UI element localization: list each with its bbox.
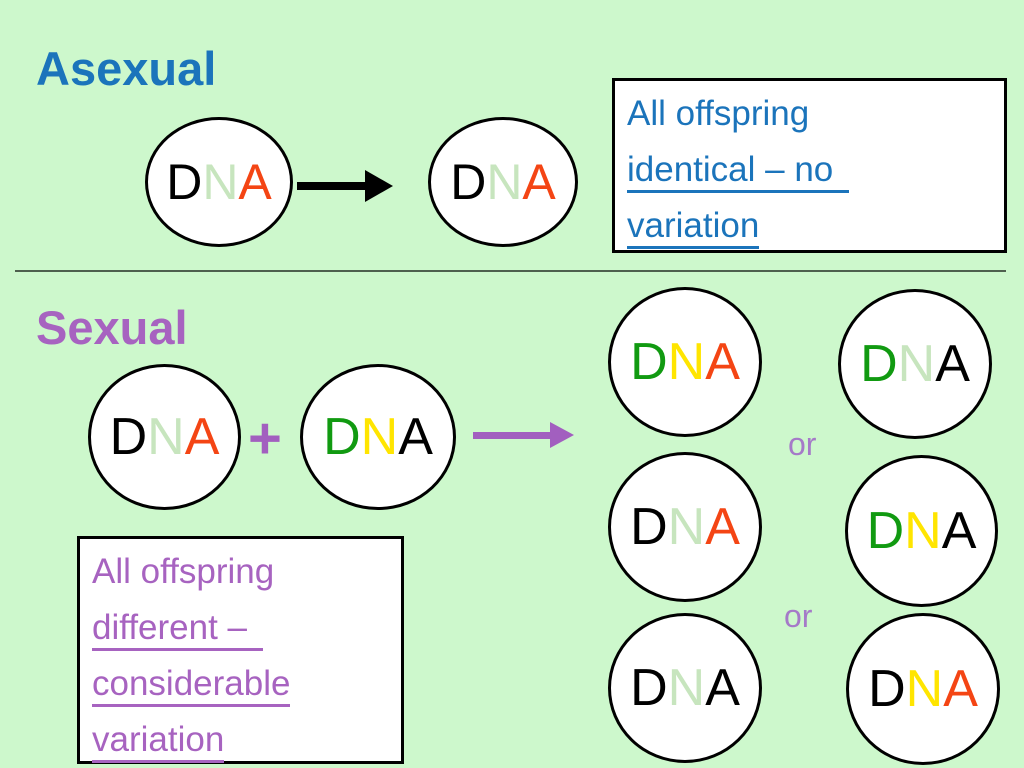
sexual-section-title: Sexual [36, 301, 188, 354]
dna-letter: A [238, 154, 272, 210]
dna-circle-asexual-parent: DNA [145, 117, 293, 247]
dna-label: DNA [860, 338, 970, 390]
dna-letter: A [522, 154, 556, 210]
note-line-text: variation [627, 206, 760, 249]
asexual-section-title: Asexual [36, 42, 217, 95]
arrow-shaft [297, 182, 367, 190]
dna-label: DNA [450, 157, 556, 207]
dna-letter: A [705, 659, 740, 717]
asexual-arrow-icon [297, 170, 393, 202]
dna-label: DNA [110, 411, 220, 463]
note-line: identical – no [627, 142, 992, 198]
dna-letter: N [147, 408, 185, 466]
dna-letter: N [904, 502, 942, 560]
dna-letter: D [868, 660, 906, 718]
note-line: considerable [92, 656, 389, 712]
arrow-head [550, 422, 574, 448]
dna-circle-offspring-1: DNA [608, 287, 762, 437]
dna-label: DNA [868, 663, 978, 715]
note-line-text: variation [92, 720, 225, 763]
note-line-text: identical – no [627, 150, 850, 193]
dna-circle-asexual-offspring: DNA [428, 117, 578, 247]
dna-letter: D [450, 154, 487, 210]
dna-letter: N [905, 660, 944, 718]
dna-letter: D [866, 502, 905, 560]
sexual-note-box: All offspring different – considerable v… [77, 536, 404, 764]
dna-letter: N [360, 408, 399, 466]
note-line-text: All offspring [92, 552, 275, 591]
note-line-text: considerable [92, 664, 291, 707]
dna-label: DNA [867, 505, 977, 557]
dna-letter: A [935, 335, 970, 393]
dna-circle-offspring-4: DNA [845, 455, 998, 607]
dna-letter: N [202, 154, 239, 210]
dna-letter: N [667, 498, 706, 556]
dna-letter: N [897, 335, 936, 393]
or-label-1: or [788, 426, 817, 462]
dna-letter: A [184, 408, 220, 466]
dna-label: DNA [630, 501, 740, 553]
dna-label: DNA [630, 336, 740, 388]
sexual-arrow-icon [473, 422, 574, 448]
dna-circle-sexual-parent-2: DNA [300, 364, 456, 510]
dna-circle-sexual-parent-1: DNA [88, 364, 241, 510]
dna-letter: D [166, 154, 203, 210]
dna-circle-offspring-2: DNA [838, 289, 992, 439]
note-line: All offspring [92, 544, 389, 600]
dna-letter: A [398, 408, 433, 466]
dna-letter: A [941, 502, 977, 560]
dna-letter: D [630, 498, 668, 556]
dna-letter: D [109, 408, 148, 466]
or-label-2: or [784, 598, 813, 634]
dna-letter: A [705, 333, 740, 391]
dna-letter: N [486, 154, 523, 210]
note-line: All offspring [627, 86, 992, 142]
section-divider [15, 270, 1006, 272]
arrow-shaft [473, 432, 552, 439]
note-line: variation [627, 198, 992, 254]
note-line-text: different – [92, 608, 264, 651]
note-line: different – [92, 600, 389, 656]
note-line: variation [92, 712, 389, 768]
plus-sign: + [248, 406, 282, 471]
dna-circle-offspring-3: DNA [608, 452, 762, 602]
dna-letter: N [667, 333, 706, 391]
dna-letter: D [630, 333, 668, 391]
arrow-head [365, 170, 393, 202]
asexual-note-box: All offspring identical – no variation [612, 78, 1007, 253]
dna-letter: D [630, 659, 668, 717]
dna-letter: A [705, 498, 740, 556]
dna-letter: D [860, 335, 898, 393]
dna-label: DNA [166, 157, 272, 207]
dna-letter: N [667, 659, 706, 717]
dna-label: DNA [323, 411, 433, 463]
dna-letter: D [323, 408, 361, 466]
dna-letter: A [943, 660, 978, 718]
dna-label: DNA [630, 662, 740, 714]
dna-circle-offspring-6: DNA [846, 613, 1000, 765]
dna-circle-offspring-5: DNA [608, 613, 762, 763]
note-line-text: All offspring [627, 94, 810, 133]
